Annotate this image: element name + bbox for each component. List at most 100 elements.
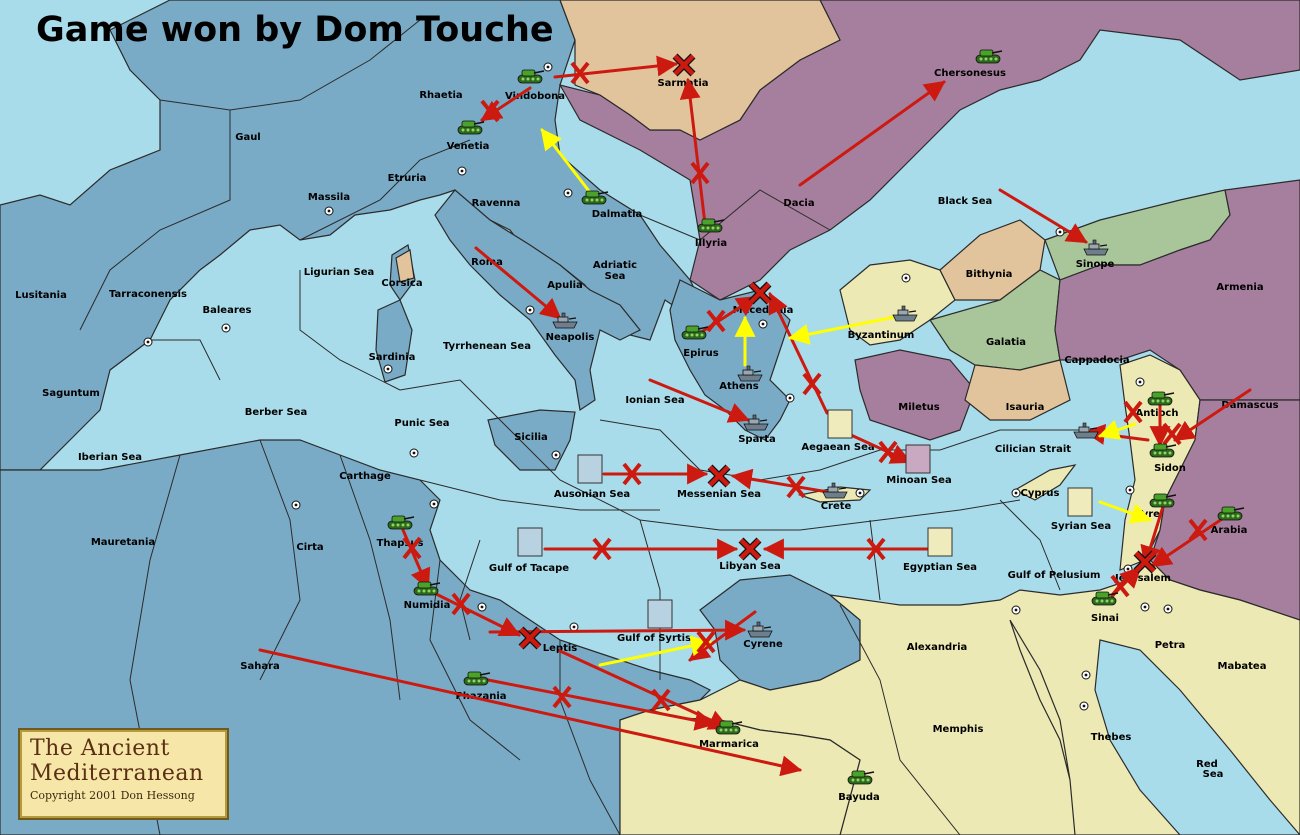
territory-label: Baleares <box>203 305 252 316</box>
territory-label: Vindobona <box>505 91 565 102</box>
supply-center-marker <box>324 206 334 216</box>
army-unit[interactable] <box>1149 493 1177 508</box>
supply-center-marker <box>457 166 467 176</box>
legend-line-2: Mediterranean <box>30 761 204 786</box>
army-unit[interactable] <box>517 69 545 84</box>
supply-center-marker <box>551 450 561 460</box>
territory-label: Jerusalem <box>1114 573 1171 584</box>
support-arrow <box>540 128 594 197</box>
supply-center-marker <box>563 188 573 198</box>
territory-label: Sardinia <box>369 352 416 363</box>
army-unit[interactable] <box>1147 391 1175 406</box>
territory-label: Numidia <box>404 600 451 611</box>
territory-label: Thapsus <box>377 538 424 549</box>
order-arrow <box>258 648 803 777</box>
territory-label: Cyrene <box>743 639 783 650</box>
territory-label: Armenia <box>1216 282 1263 293</box>
territory-label: Lusitania <box>15 290 67 301</box>
supply-center-marker <box>1079 701 1089 711</box>
territory-label: Macedonia <box>733 305 794 316</box>
territory-label: Cyprus <box>1020 488 1059 499</box>
supply-center-marker <box>855 488 865 498</box>
territory-label: Cilician Strait <box>995 444 1071 455</box>
supply-center-marker <box>1011 605 1021 615</box>
order-arrow <box>998 188 1088 244</box>
supply-center-marker <box>901 273 911 283</box>
supply-center-marker <box>383 364 393 374</box>
territory-label: Damascus <box>1221 400 1278 411</box>
territory-label: Red <box>1196 759 1218 770</box>
supply-center-marker <box>429 499 439 509</box>
territory-label: Tyrrhenean Sea <box>443 341 531 352</box>
order-arrow <box>553 55 679 79</box>
territory-label: Adriatic <box>593 260 637 271</box>
territory-label: Galatia <box>986 337 1026 348</box>
territory-label: Arabia <box>1211 525 1248 536</box>
territory-label: Gulf of Tacape <box>489 563 569 574</box>
territory-label: Dalmatia <box>592 209 643 220</box>
territory-label: Mauretania <box>91 537 155 548</box>
territory-label: Saguntum <box>42 388 100 399</box>
territory-label: Rhaetia <box>419 90 462 101</box>
territory-label: Phazania <box>455 691 506 702</box>
territory-label: Miletus <box>898 402 939 413</box>
supply-center-marker <box>1163 604 1173 614</box>
army-unit[interactable] <box>1091 591 1119 606</box>
army-unit[interactable] <box>975 49 1003 64</box>
supply-center-marker <box>758 319 768 329</box>
territory-label: Isauria <box>1006 402 1045 413</box>
territory-label: Crete <box>821 501 852 512</box>
territory-label: Illyria <box>695 238 727 249</box>
territory-label: Byzantinum <box>848 330 915 341</box>
army-unit[interactable] <box>463 671 491 686</box>
territory-label: Libyan Sea <box>719 561 781 572</box>
territory-label: Memphis <box>933 724 984 735</box>
territory-label: Punic Sea <box>394 418 449 429</box>
order-arrow <box>1150 513 1230 568</box>
territory-label: Antioch <box>1136 408 1179 419</box>
territory-label: Ligurian Sea <box>304 267 375 278</box>
army-unit[interactable] <box>1217 506 1245 521</box>
support-arrow <box>598 635 713 667</box>
supply-center-marker <box>1011 488 1021 498</box>
territory-label: Gulf of Syrtis <box>617 633 691 644</box>
supply-center-marker <box>1135 377 1145 387</box>
territory-label: Berber Sea <box>245 407 307 418</box>
legend-line-1: The Ancient <box>30 736 170 761</box>
army-unit[interactable] <box>581 190 609 205</box>
supply-center-marker <box>1081 670 1091 680</box>
territory-label: Bithynia <box>966 269 1013 280</box>
army-unit[interactable] <box>413 581 441 596</box>
supply-center-marker <box>477 602 487 612</box>
supply-center-marker <box>1125 485 1135 495</box>
army-unit[interactable] <box>457 120 485 135</box>
retreat-boxes <box>517 409 1093 629</box>
territory-label: Apulia <box>547 280 583 291</box>
army-unit[interactable] <box>387 515 415 530</box>
map-legend: The Ancient Mediterranean Copyright 2001… <box>20 730 227 818</box>
support-arrow <box>787 314 902 345</box>
territory-label: Athens <box>719 381 759 392</box>
territory-label: Bayuda <box>838 792 880 803</box>
support-arrow <box>1098 419 1137 440</box>
territory-label: Gaul <box>235 132 261 143</box>
army-unit[interactable] <box>697 218 725 233</box>
territory-label: Corsica <box>381 278 422 289</box>
army-unit[interactable] <box>681 325 709 340</box>
territory-label: Neapolis <box>546 332 595 343</box>
order-arrow <box>648 378 750 423</box>
territory-label: Sinope <box>1076 259 1115 270</box>
army-unit[interactable] <box>715 720 743 735</box>
territory-label: Ausonian Sea <box>554 489 630 500</box>
army-unit[interactable] <box>847 770 875 785</box>
territory-label: Chersonesus <box>934 68 1006 79</box>
territory-label: Dacia <box>783 198 814 209</box>
supply-center-marker <box>1140 602 1150 612</box>
army-unit[interactable] <box>1149 443 1177 458</box>
territory-label: Mabatea <box>1218 661 1267 672</box>
order-arrow <box>474 246 562 320</box>
supply-center-marker <box>543 62 553 72</box>
